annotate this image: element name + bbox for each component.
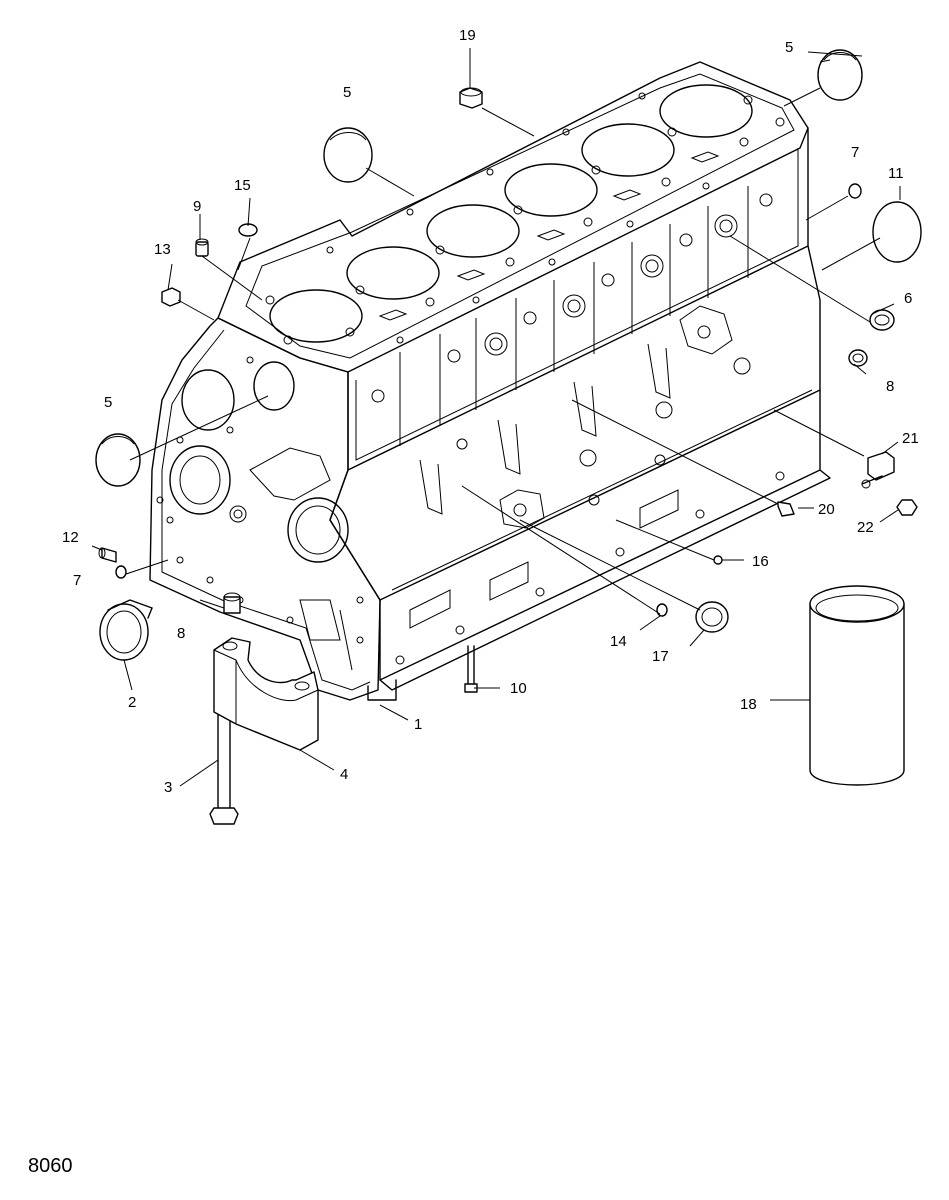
part-9-dowel <box>195 238 209 257</box>
callout-5-right: 5 <box>785 39 793 56</box>
callout-7-left: 7 <box>73 572 81 589</box>
part-11-cover <box>872 201 922 263</box>
part-12-pin <box>98 547 117 563</box>
part-2-cup-plug <box>99 599 153 661</box>
callout-20: 20 <box>818 501 835 518</box>
callout-7-right: 7 <box>851 144 859 161</box>
part-10-screw <box>464 645 478 693</box>
callout-8-left: 8 <box>177 625 185 642</box>
part-21-bracket <box>861 451 895 489</box>
part-16-ball <box>713 555 723 565</box>
callout-6: 6 <box>904 290 912 307</box>
callout-2: 2 <box>128 694 136 711</box>
callout-8-right: 8 <box>886 378 894 395</box>
callout-5-top: 5 <box>343 84 351 101</box>
callout-15: 15 <box>234 177 251 194</box>
callout-16: 16 <box>752 553 769 570</box>
part-7-plug-right <box>848 183 862 199</box>
part-8-sleeve-left <box>223 592 241 614</box>
callout-4: 4 <box>340 766 348 783</box>
callout-22: 22 <box>857 519 874 536</box>
part-5-welsh-plug-right <box>817 49 863 101</box>
part-3-main-bolt <box>209 699 239 825</box>
callout-19: 19 <box>459 27 476 44</box>
part-5-welsh-plug-top <box>323 127 373 183</box>
part-19-plug <box>459 87 483 109</box>
part-13-plug <box>161 287 181 307</box>
callout-17: 17 <box>652 648 669 665</box>
part-20-plug <box>777 501 795 517</box>
part-5-welsh-plug-left <box>95 433 141 487</box>
cylinder-block <box>149 61 831 701</box>
part-4-main-bearing-cap <box>213 637 319 751</box>
callout-5-left: 5 <box>104 394 112 411</box>
callout-9: 9 <box>193 198 201 215</box>
part-17-seal-ring <box>695 601 729 633</box>
callout-11: 11 <box>888 165 904 182</box>
part-8-sleeve-right <box>848 349 868 367</box>
part-6-plug <box>869 309 895 331</box>
figure-number: 8060 <box>28 1155 73 1177</box>
callout-10: 10 <box>510 680 527 697</box>
part-14-plug <box>656 603 668 617</box>
callout-3: 3 <box>164 779 172 796</box>
callout-14: 14 <box>610 633 627 650</box>
part-18-cylinder-liner <box>809 585 905 786</box>
callout-12: 12 <box>62 529 79 546</box>
leader-lines <box>91 48 901 787</box>
callout-21: 21 <box>902 430 919 447</box>
part-7-plug-left <box>115 565 127 579</box>
callout-18: 18 <box>740 696 757 713</box>
callout-13: 13 <box>154 241 171 258</box>
callout-1: 1 <box>414 716 422 733</box>
callout-labels: 1 2 3 4 5 5 5 6 7 7 8 8 9 10 11 12 13 14… <box>62 27 919 796</box>
part-22-bolt <box>896 499 918 516</box>
